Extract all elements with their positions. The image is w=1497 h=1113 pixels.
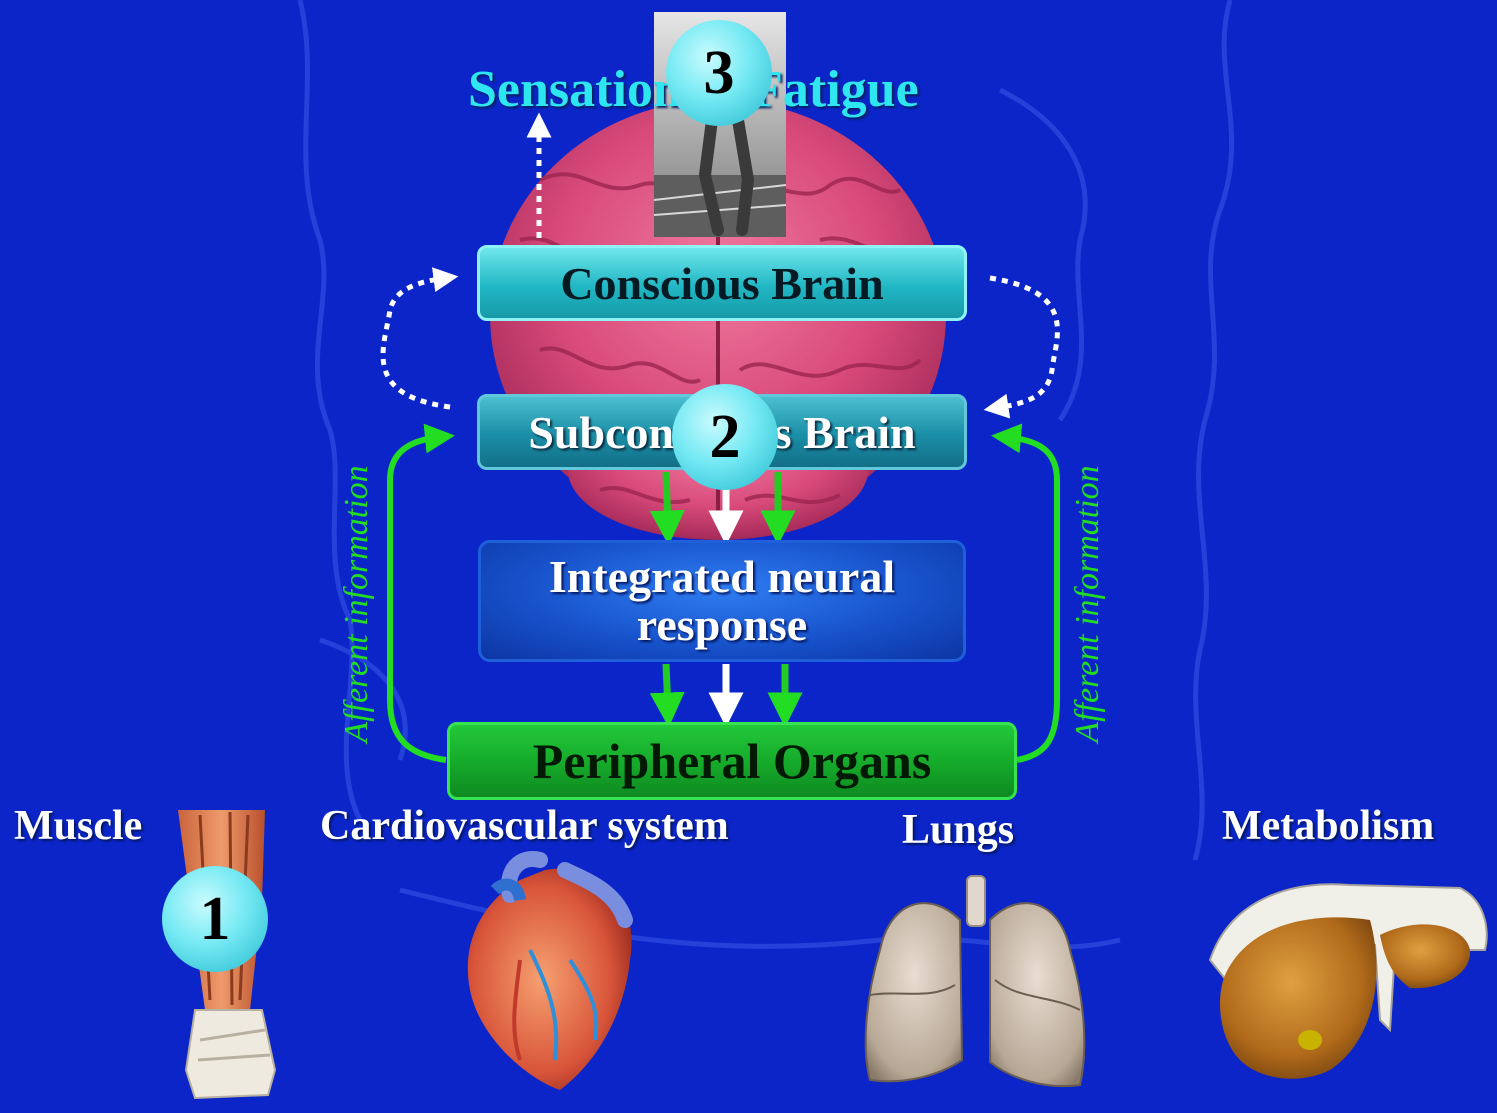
afferent-arrow-right — [1006, 437, 1057, 760]
integrated-neural-response-box: Integrated neural response — [478, 540, 966, 662]
marker-1: 1 — [162, 866, 268, 972]
afferent-label-right: Afferent information — [1069, 465, 1107, 742]
afferent-label-left: Afferent information — [338, 465, 376, 742]
lungs-image — [866, 876, 1085, 1086]
efferent-arrow-green-1 — [666, 472, 668, 528]
integrated-line-2: response — [549, 601, 895, 649]
conscious-brain-box: Conscious Brain — [477, 245, 967, 321]
efferent-arrow-green-3 — [666, 664, 668, 710]
peripheral-organs-label: Peripheral Organs — [533, 732, 932, 790]
marker-2: 2 — [672, 384, 778, 490]
conscious-brain-label: Conscious Brain — [560, 257, 883, 310]
liver-image — [1210, 884, 1487, 1078]
organ-label-cardiovascular: Cardiovascular system — [320, 802, 729, 850]
organ-label-muscle: Muscle — [14, 802, 142, 850]
afferent-arrow-left — [390, 437, 446, 760]
organ-label-lungs: Lungs — [902, 806, 1014, 854]
arrow-right-loop — [990, 278, 1057, 408]
peripheral-organs-box: Peripheral Organs — [447, 722, 1017, 800]
integrated-line-1: Integrated neural — [549, 553, 895, 601]
organ-label-metabolism: Metabolism — [1222, 802, 1434, 850]
heart-image — [468, 859, 632, 1090]
marker-3: 3 — [666, 20, 772, 126]
arrow-left-loop — [383, 278, 450, 407]
